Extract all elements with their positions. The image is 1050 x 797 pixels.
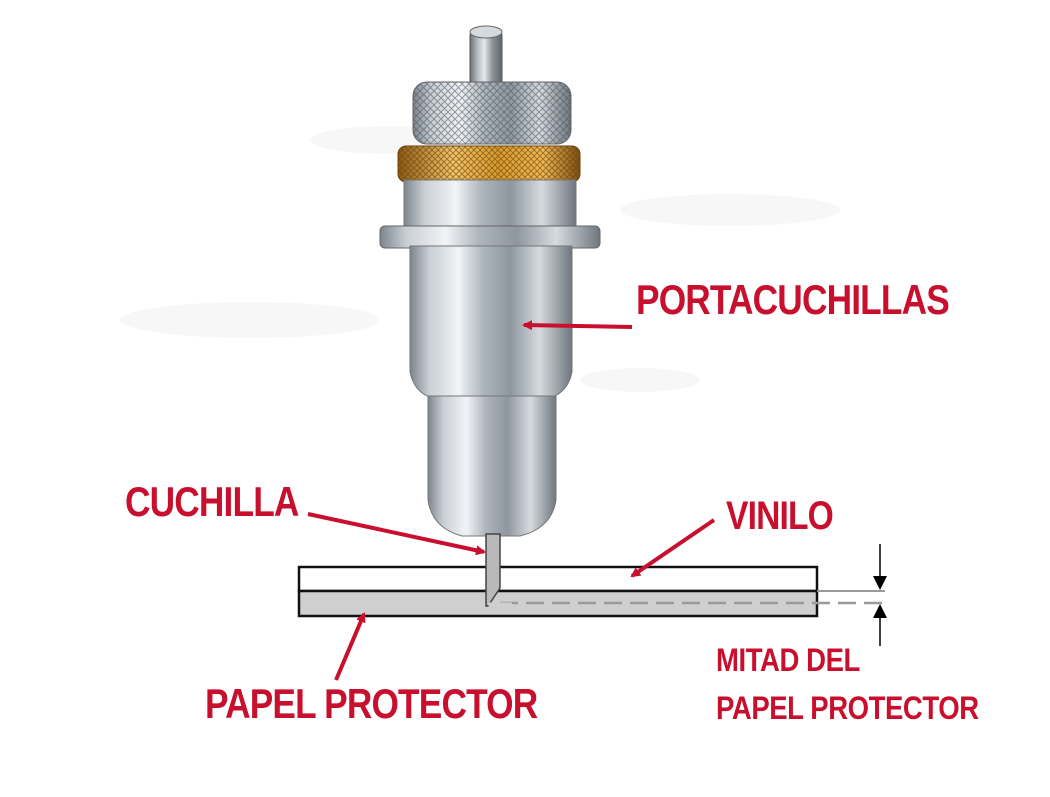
- blade: [485, 533, 512, 607]
- material-layers: [297, 565, 885, 618]
- arrow-vinilo: [630, 518, 716, 578]
- blade-holder: [379, 25, 601, 537]
- label-papel-protector: PAPEL PROTECTOR: [205, 680, 538, 727]
- arrow-papel-protector: [334, 612, 366, 681]
- backing-paper-layer: [297, 589, 819, 618]
- arrow-portacuchillas: [522, 320, 633, 331]
- watermark: [120, 126, 840, 392]
- label-portacuchillas: PORTACUCHILLAS: [636, 276, 950, 323]
- thickness-dimension: [873, 544, 887, 646]
- label-mitad-line1: MITAD DEL: [716, 642, 860, 678]
- arrow-cuchilla: [307, 512, 486, 556]
- label-mitad-line2: PAPEL PROTECTOR: [716, 690, 979, 726]
- vinyl-layer: [297, 565, 819, 593]
- label-cuchilla: CUCHILLA: [125, 478, 299, 525]
- callout-arrows: [307, 320, 716, 681]
- label-vinilo: VINILO: [726, 494, 834, 538]
